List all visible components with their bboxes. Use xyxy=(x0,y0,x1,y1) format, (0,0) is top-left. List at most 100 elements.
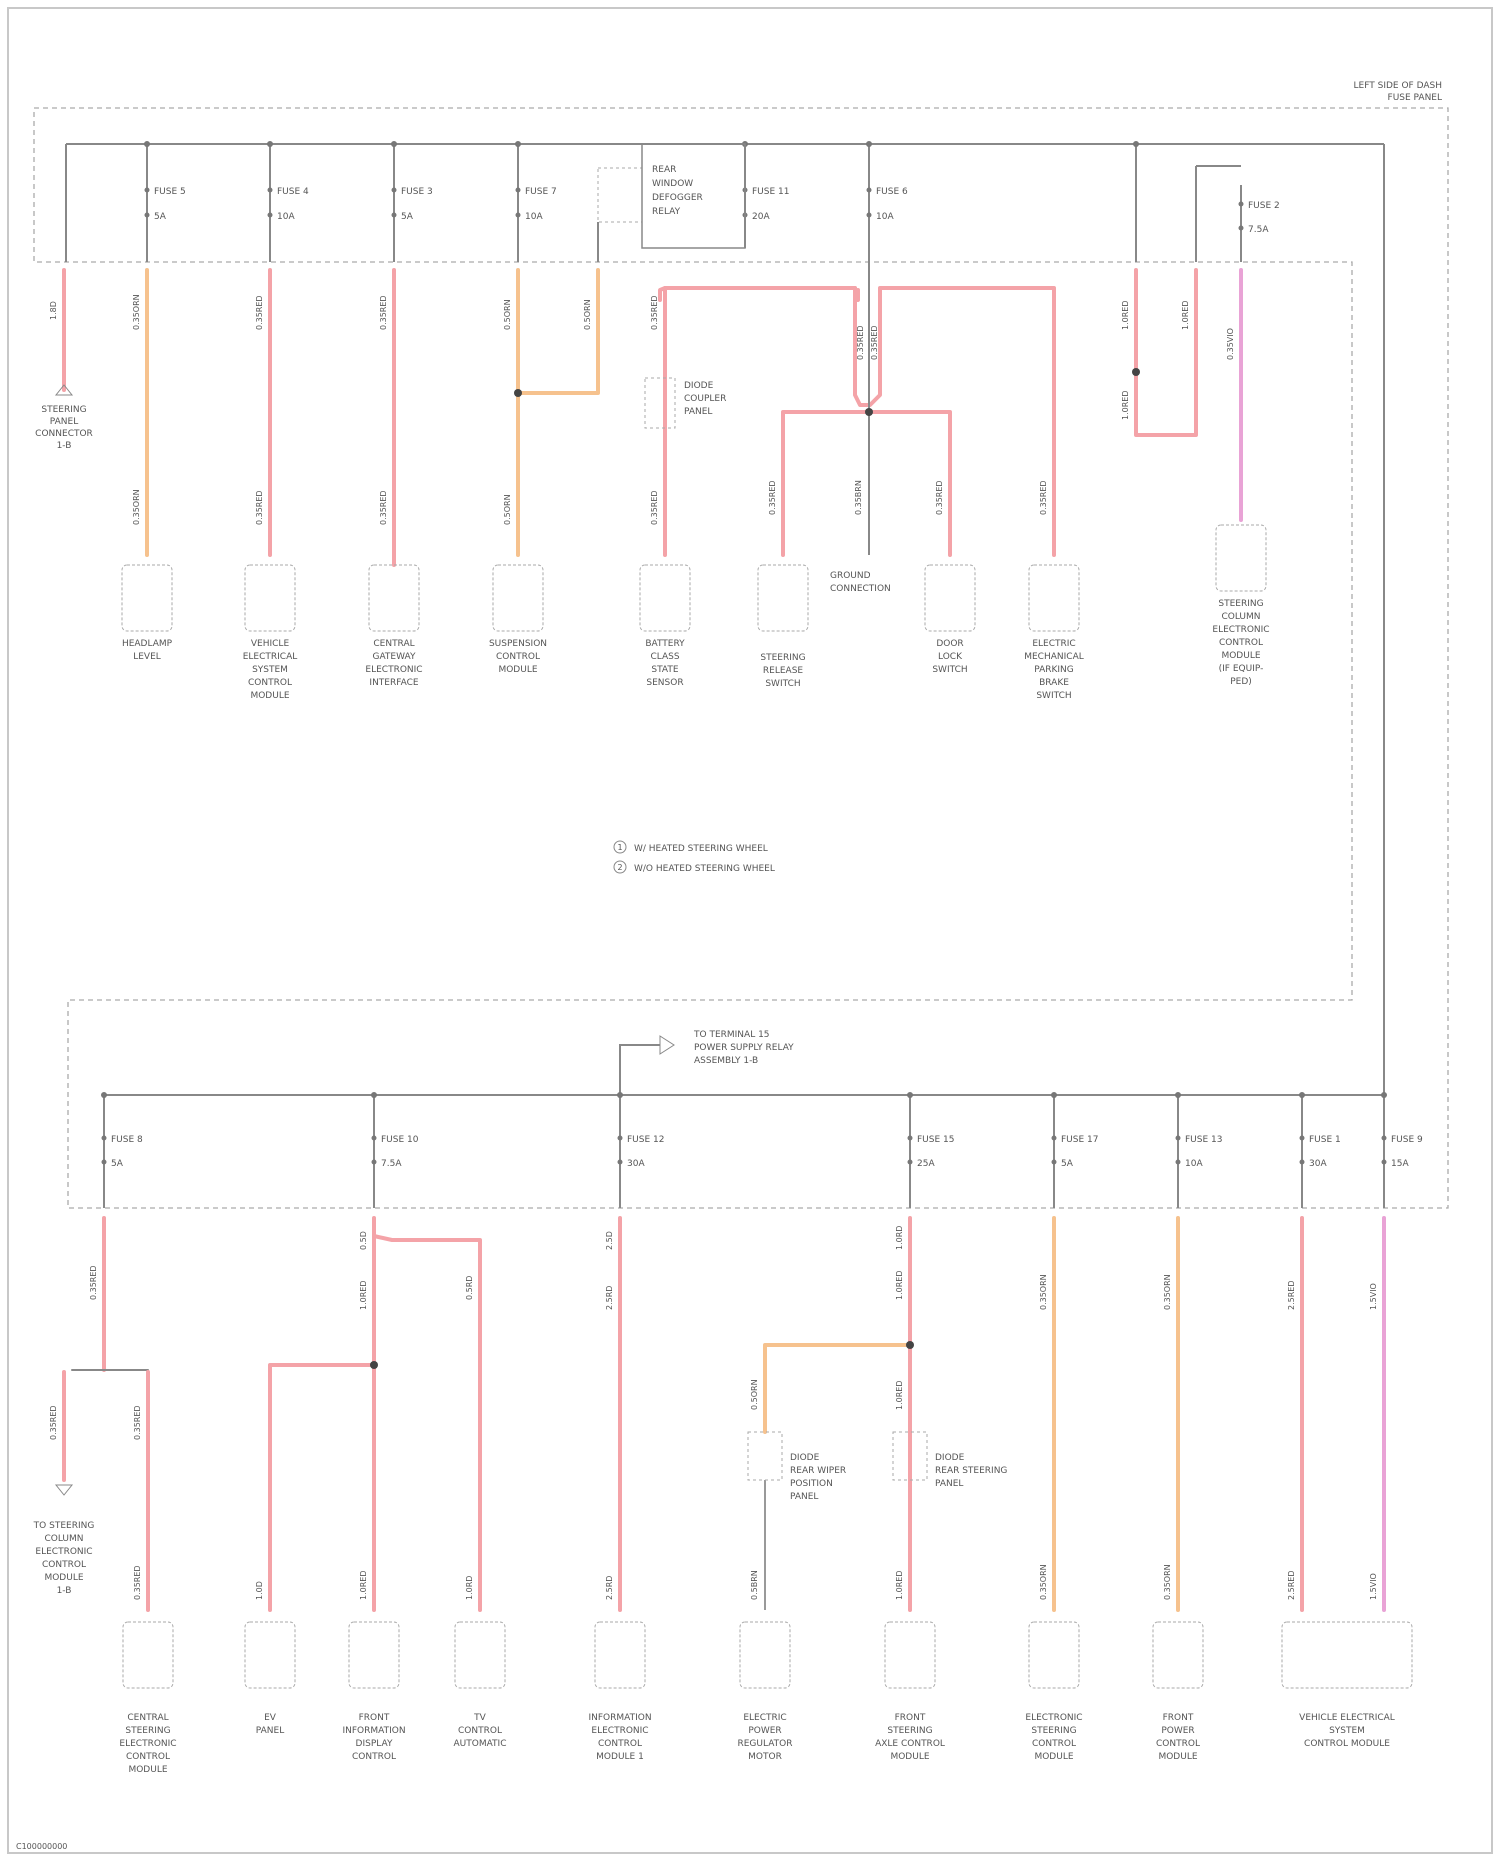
svg-text:TO TERMINAL 15: TO TERMINAL 15 xyxy=(693,1030,770,1040)
svg-text:20A: 20A xyxy=(752,212,770,222)
top-fuse-6: FUSE 6 10A xyxy=(866,141,908,222)
svg-text:SENSOR: SENSOR xyxy=(646,678,683,688)
svg-text:CONTROL: CONTROL xyxy=(352,1752,396,1762)
svg-text:1.5VIO: 1.5VIO xyxy=(1369,1573,1378,1600)
bottom-fuse-7: FUSE 1 30A xyxy=(1299,1092,1341,1169)
bottom-fuse-5: FUSE 17 5A xyxy=(1051,1092,1098,1169)
svg-text:MODULE: MODULE xyxy=(1158,1752,1197,1762)
svg-text:FUSE 8: FUSE 8 xyxy=(111,1135,143,1145)
fuse-panel-label: LEFT SIDE OF DASH xyxy=(1354,81,1442,91)
svg-text:1: 1 xyxy=(617,843,622,852)
svg-text:0.5BRN: 0.5BRN xyxy=(750,1570,759,1600)
svg-text:10A: 10A xyxy=(1185,1159,1203,1169)
svg-text:STEERING: STEERING xyxy=(125,1726,170,1736)
svg-text:5A: 5A xyxy=(154,212,167,222)
svg-text:COLUMN: COLUMN xyxy=(1221,612,1260,622)
svg-text:MODULE: MODULE xyxy=(128,1765,167,1775)
svg-text:10A: 10A xyxy=(876,212,894,222)
svg-text:0.35BRN: 0.35BRN xyxy=(854,480,863,515)
svg-text:0.35RED: 0.35RED xyxy=(935,480,944,515)
svg-text:0.35RED: 0.35RED xyxy=(379,295,388,330)
bottom-component-1: CENTRAL STEERING ELECTRONIC CONTROL MODU… xyxy=(119,1622,176,1775)
bottom-fuse-drops xyxy=(104,1095,1384,1208)
svg-text:0.35ORN: 0.35ORN xyxy=(1163,1564,1172,1600)
svg-text:0.35RED: 0.35RED xyxy=(255,490,264,525)
svg-text:REAR: REAR xyxy=(652,165,676,175)
svg-text:FUSE 13: FUSE 13 xyxy=(1185,1135,1222,1145)
svg-text:0.35RED: 0.35RED xyxy=(856,325,865,360)
svg-text:MODULE: MODULE xyxy=(1034,1752,1073,1762)
svg-text:CENTRAL: CENTRAL xyxy=(127,1713,168,1723)
svg-text:MODULE: MODULE xyxy=(250,691,289,701)
top-fuse-4: FUSE 7 10A xyxy=(515,141,557,222)
svg-text:FUSE 4: FUSE 4 xyxy=(277,187,309,197)
svg-text:INFORMATION: INFORMATION xyxy=(588,1713,651,1723)
svg-text:0.35RED: 0.35RED xyxy=(133,1405,142,1440)
svg-text:LOCK: LOCK xyxy=(938,652,963,662)
top-wire-codes: 1.8D 0.35ORN 0.35ORN 0.35RED 0.35RED 0.3… xyxy=(49,294,1235,525)
svg-text:1-B: 1-B xyxy=(57,1586,72,1596)
svg-text:SUSPENSION: SUSPENSION xyxy=(489,639,547,649)
svg-text:0.5ORN: 0.5ORN xyxy=(583,299,592,330)
svg-text:VEHICLE ELECTRICAL: VEHICLE ELECTRICAL xyxy=(1299,1713,1395,1723)
svg-text:FUSE 3: FUSE 3 xyxy=(401,187,433,197)
svg-text:ELECTRICAL: ELECTRICAL xyxy=(243,652,298,662)
svg-text:CONTROL: CONTROL xyxy=(1032,1739,1076,1749)
svg-text:0.5ORN: 0.5ORN xyxy=(503,299,512,330)
svg-text:1.0RED: 1.0RED xyxy=(1181,301,1190,331)
top-fuse-1: FUSE 5 5A xyxy=(144,141,186,222)
svg-text:1.8D: 1.8D xyxy=(49,301,58,320)
svg-text:1.5VIO: 1.5VIO xyxy=(1369,1283,1378,1310)
bottom-component-3: FRONT INFORMATION DISPLAY CONTROL xyxy=(342,1622,405,1762)
svg-text:AUTOMATIC: AUTOMATIC xyxy=(454,1739,507,1749)
svg-text:CONTROL MODULE: CONTROL MODULE xyxy=(1304,1739,1390,1749)
svg-text:7.5A: 7.5A xyxy=(1248,225,1269,235)
top-component-3: CENTRAL GATEWAY ELECTRONIC INTERFACE xyxy=(365,565,422,688)
svg-text:FUSE 10: FUSE 10 xyxy=(381,1135,419,1145)
svg-text:0.5D: 0.5D xyxy=(359,1231,368,1250)
svg-text:FUSE 6: FUSE 6 xyxy=(876,187,908,197)
svg-text:ELECTRIC: ELECTRIC xyxy=(1032,639,1075,649)
diode-rear-wiper: DIODE REAR WIPER POSITION PANEL xyxy=(748,1432,846,1502)
svg-text:2.5RED: 2.5RED xyxy=(1287,1571,1296,1601)
svg-text:TO STEERING: TO STEERING xyxy=(33,1521,95,1531)
svg-text:STEERING: STEERING xyxy=(1218,599,1263,609)
svg-text:10A: 10A xyxy=(277,212,295,222)
svg-text:DOOR: DOOR xyxy=(936,639,963,649)
svg-text:2.5D: 2.5D xyxy=(605,1231,614,1250)
bottom-component-8: ELECTRONIC STEERING CONTROL MODULE xyxy=(1025,1622,1082,1762)
svg-text:EV: EV xyxy=(264,1713,277,1723)
svg-text:MODULE: MODULE xyxy=(1221,651,1260,661)
top-fuse-2: FUSE 4 10A xyxy=(267,141,309,222)
svg-text:RELEASE: RELEASE xyxy=(763,666,804,676)
bottom-component-10: VEHICLE ELECTRICAL SYSTEM CONTROL MODULE xyxy=(1282,1622,1412,1749)
svg-text:FUSE 11: FUSE 11 xyxy=(752,187,789,197)
svg-text:25A: 25A xyxy=(917,1159,935,1169)
top-junction-dots xyxy=(514,368,1140,416)
svg-text:ASSEMBLY 1-B: ASSEMBLY 1-B xyxy=(694,1056,758,1066)
svg-text:SWITCH: SWITCH xyxy=(1036,691,1071,701)
svg-text:2.5RD: 2.5RD xyxy=(605,1576,614,1600)
svg-text:TV: TV xyxy=(473,1713,486,1723)
svg-text:5A: 5A xyxy=(111,1159,124,1169)
bottom-wires xyxy=(64,1218,1384,1610)
svg-text:ELECTRIC: ELECTRIC xyxy=(743,1713,786,1723)
svg-text:0.35RED: 0.35RED xyxy=(133,1565,142,1600)
svg-text:1.0RED: 1.0RED xyxy=(359,1281,368,1311)
svg-text:ELECTRONIC: ELECTRONIC xyxy=(119,1739,176,1749)
svg-text:1.0RED: 1.0RED xyxy=(359,1571,368,1601)
svg-text:POWER: POWER xyxy=(748,1726,781,1736)
bottom-component-9: FRONT POWER CONTROL MODULE xyxy=(1153,1622,1203,1762)
svg-text:MOTOR: MOTOR xyxy=(748,1752,782,1762)
svg-text:1-B: 1-B xyxy=(57,441,72,451)
bottom-fuse-2: FUSE 10 7.5A xyxy=(371,1092,419,1169)
svg-text:POWER SUPPLY RELAY: POWER SUPPLY RELAY xyxy=(694,1043,794,1053)
svg-text:RELAY: RELAY xyxy=(652,207,681,217)
svg-text:W/ HEATED STEERING WHEEL: W/ HEATED STEERING WHEEL xyxy=(634,844,768,854)
svg-text:PANEL: PANEL xyxy=(790,1492,818,1502)
svg-text:0.35RED: 0.35RED xyxy=(89,1265,98,1300)
svg-text:0.35ORN: 0.35ORN xyxy=(132,294,141,330)
svg-text:FUSE 15: FUSE 15 xyxy=(917,1135,954,1145)
svg-text:PED): PED) xyxy=(1230,677,1252,687)
terminal-15-feed: TO TERMINAL 15 POWER SUPPLY RELAY ASSEMB… xyxy=(620,1030,794,1095)
